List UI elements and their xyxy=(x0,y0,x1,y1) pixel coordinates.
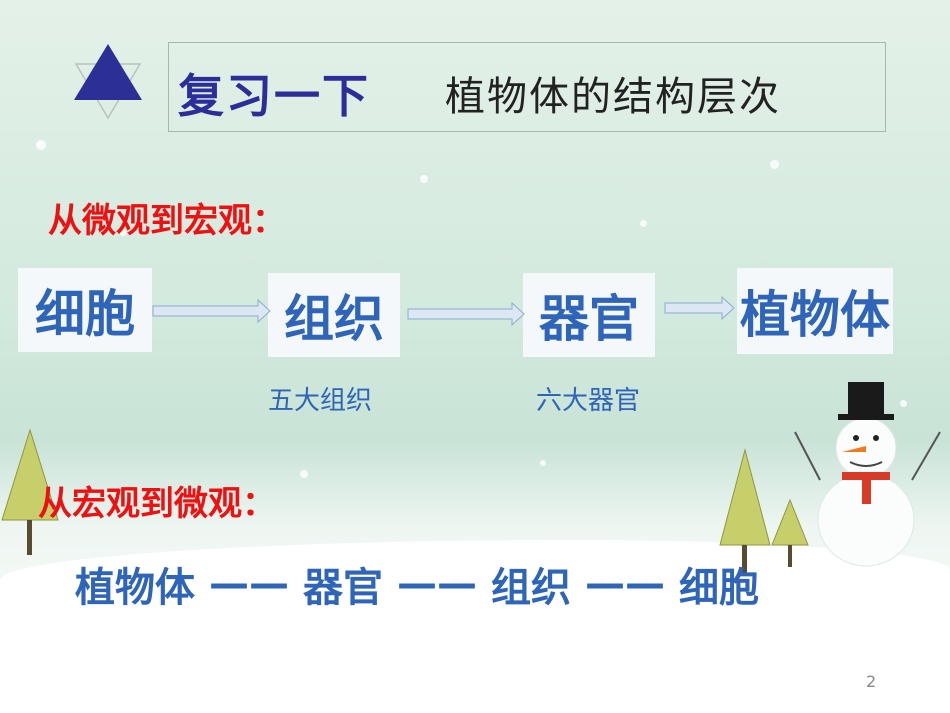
label-six-organs: 六大器官 xyxy=(536,386,641,416)
arrow-right-icon xyxy=(664,295,735,321)
chain-organ: 器官 xyxy=(303,565,383,611)
snowflake xyxy=(770,160,779,169)
box-organ: 器官 xyxy=(523,273,655,357)
snow-ground xyxy=(0,540,950,713)
snowflake xyxy=(120,230,126,236)
tree-left xyxy=(1,428,59,555)
chain-cell: 细胞 xyxy=(679,565,759,611)
snowflake xyxy=(420,175,428,183)
heading-macro-to-micro: 从宏观到微观： xyxy=(38,484,276,524)
chain-dash: —— xyxy=(397,561,477,607)
snowflake xyxy=(900,400,907,407)
title-box xyxy=(168,42,886,132)
hierarchy-chain: 植物体 —— 器官 —— 组织 —— 细胞 xyxy=(75,555,759,613)
label-five-tissues: 五大组织 xyxy=(268,386,373,416)
snowflake xyxy=(300,470,308,478)
snowman xyxy=(794,382,941,567)
box-plant: 植物体 xyxy=(737,268,893,354)
snowflake xyxy=(540,460,546,466)
tree-right xyxy=(719,448,809,575)
title-subtitle: 植物体的结构层次 xyxy=(445,74,781,120)
chain-dash: —— xyxy=(585,561,665,607)
chain-dash: —— xyxy=(209,561,289,607)
snowflake xyxy=(36,140,46,150)
heading-micro-to-macro: 从微观到宏观： xyxy=(48,201,286,241)
triangle-icon xyxy=(74,44,142,120)
arrow-right-icon xyxy=(407,301,525,327)
arrow-right-icon xyxy=(152,298,271,324)
snowflake xyxy=(640,220,647,227)
page-number: 2 xyxy=(866,672,877,691)
box-cell: 细胞 xyxy=(18,268,152,352)
box-tissue: 组织 xyxy=(268,273,400,357)
chain-tissue: 组织 xyxy=(491,565,571,611)
title-main: 复习一下 xyxy=(178,69,370,123)
chain-plant: 植物体 xyxy=(75,565,195,611)
